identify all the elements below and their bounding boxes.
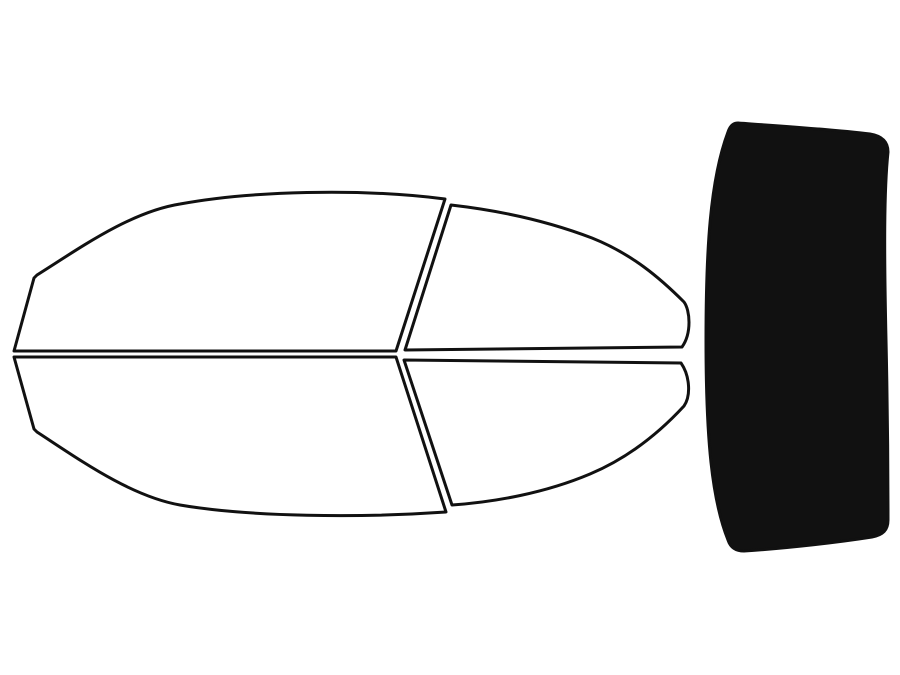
rear-upper-side-window [403, 203, 691, 352]
front-upper-side-window [12, 190, 447, 353]
front-lower-side-window [12, 355, 448, 518]
back-window [704, 121, 890, 553]
rear-lower-side-window [402, 358, 690, 507]
